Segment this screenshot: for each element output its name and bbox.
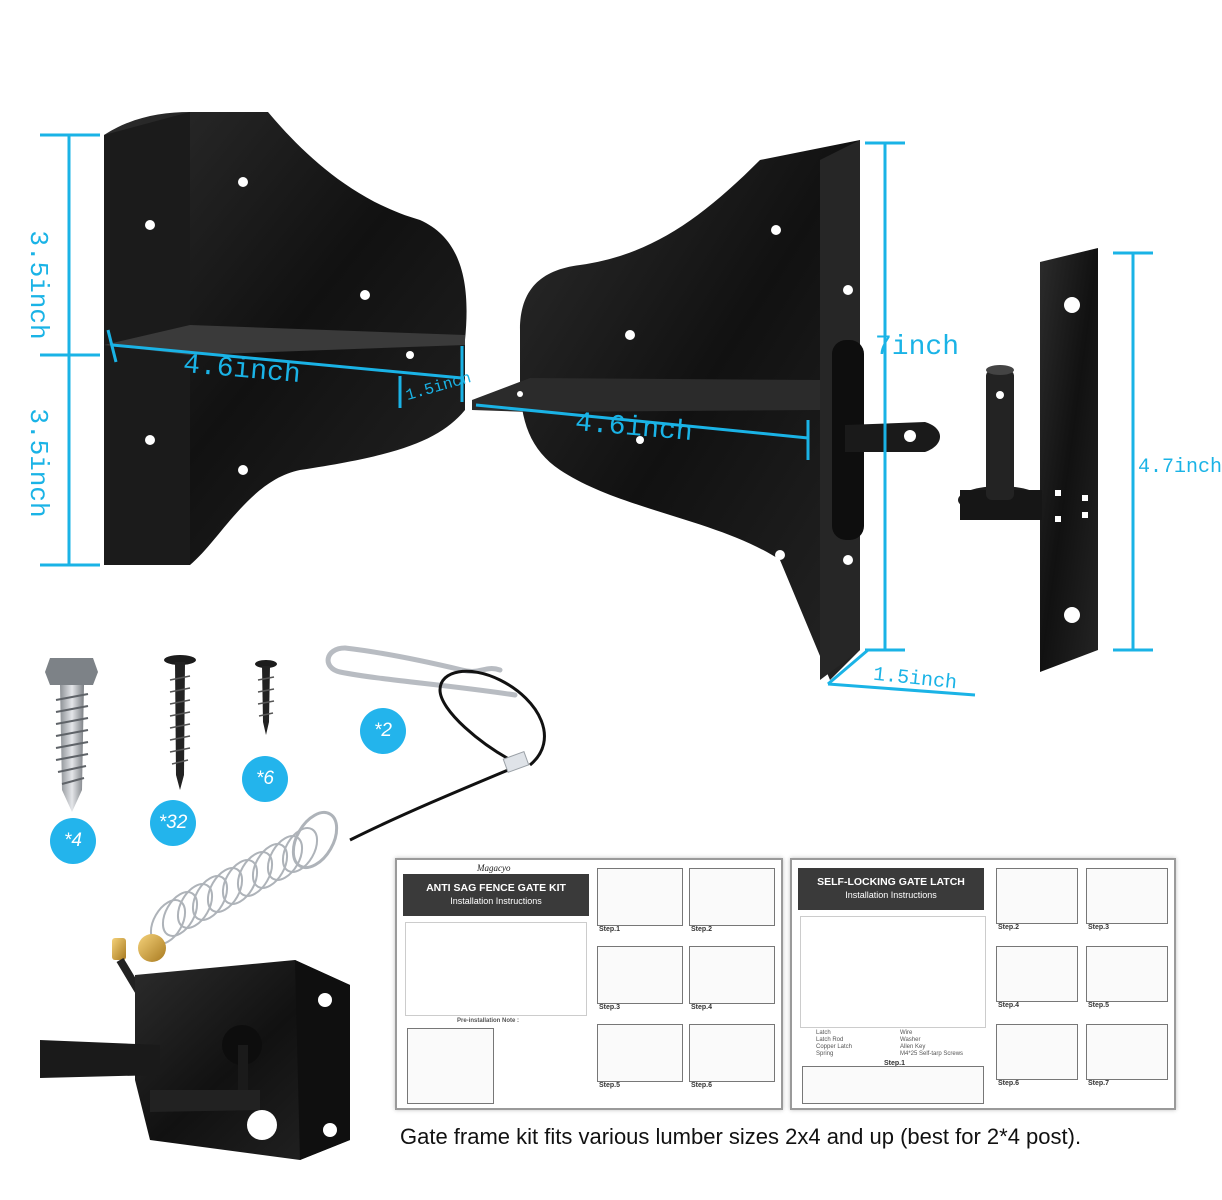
latch-step-6-image <box>996 1024 1078 1080</box>
step-2-label: Step.2 <box>691 926 713 933</box>
gate-latch <box>40 934 350 1160</box>
part-3: Copper Latch <box>816 1044 853 1050</box>
step-1-image <box>597 868 683 926</box>
step-5-image <box>597 1024 683 1082</box>
qty-badge-cotter-pin: *2 <box>360 708 406 754</box>
latch-instruction-sheet: SELF-LOCKING GATE LATCH Installation Ins… <box>790 858 1176 1110</box>
part-8: M4*25 Self-tarp Screws <box>900 1051 964 1057</box>
wire-rope <box>349 669 546 842</box>
short-screw <box>255 660 277 735</box>
left-corner-bracket <box>104 112 467 565</box>
spring <box>149 811 339 945</box>
latch-step-2-image <box>996 868 1078 924</box>
latch-header: SELF-LOCKING GATE LATCH Installation Ins… <box>798 868 984 910</box>
step-1-label: Step.1 <box>599 926 621 933</box>
qty-badge-lag-bolt: *4 <box>50 818 96 864</box>
step-6-label: Step.6 <box>691 1082 713 1089</box>
qty-badge-short-screw: *6 <box>242 756 288 802</box>
part-4: Spring <box>816 1051 834 1057</box>
latch-step-5-label: Step.5 <box>1088 1002 1110 1009</box>
lag-bolt <box>45 658 98 812</box>
anti-sag-instruction-sheet: Magacyo ANTI SAG FENCE GATE KIT Installa… <box>395 858 783 1110</box>
qty-badge-long-screw: *32 <box>150 800 196 846</box>
latch-step-3-label: Step.3 <box>1088 924 1110 931</box>
anti-sag-header: ANTI SAG FENCE GATE KIT Installation Ins… <box>403 874 589 916</box>
step-4-label: Step.4 <box>691 1004 713 1011</box>
latch-subtitle: Installation Instructions <box>845 890 937 900</box>
latch-title: SELF-LOCKING GATE LATCH <box>817 876 965 888</box>
hinge-plate <box>958 248 1098 672</box>
latch-step-1-image <box>802 1066 984 1104</box>
anti-sag-subtitle: Installation Instructions <box>450 896 542 906</box>
right-corner-bracket <box>472 140 940 680</box>
latch-step-2-label: Step.2 <box>998 924 1020 931</box>
dim-left-bottom-height: 3.5inch <box>23 408 53 518</box>
part-2: Latch Rod <box>816 1037 844 1043</box>
step-6-image <box>689 1024 775 1082</box>
part-7: Allen Key <box>900 1044 926 1050</box>
latch-step-5-image <box>1086 946 1168 1002</box>
latch-step-4-image <box>996 946 1078 1002</box>
latch-step-4-label: Step.4 <box>998 1002 1020 1009</box>
step-5-label: Step.5 <box>599 1082 621 1089</box>
latch-step-6-label: Step.6 <box>998 1080 1020 1087</box>
step-4-image <box>689 946 775 1004</box>
dim-right-height: 7inch <box>875 332 960 363</box>
step-2-image <box>689 868 775 926</box>
step-3-label: Step.3 <box>599 1004 621 1011</box>
brand-logo: Magacyo <box>477 863 511 873</box>
parts-diagram <box>405 922 587 1016</box>
part-6: Washer <box>900 1037 921 1043</box>
cotter-pin <box>325 645 518 698</box>
part-5: Wire <box>900 1030 913 1036</box>
latch-step-3-image <box>1086 868 1168 924</box>
latch-parts-diagram <box>800 916 986 1028</box>
dim-left-top-height: 3.5inch <box>23 230 53 340</box>
latch-step-7-image <box>1086 1024 1168 1080</box>
step-3-image <box>597 946 683 1004</box>
anti-sag-title: ANTI SAG FENCE GATE KIT <box>426 882 566 894</box>
pre-installation-image <box>407 1028 494 1104</box>
dim-hinge-height: 4.7inch <box>1138 456 1222 479</box>
kit-caption: Gate frame kit fits various lumber sizes… <box>400 1124 1082 1149</box>
long-screw <box>164 655 196 790</box>
dimension-lines <box>40 133 1153 697</box>
latch-step-1-label: Step.1 <box>884 1060 906 1067</box>
part-1: Latch <box>816 1030 831 1036</box>
latch-step-7-label: Step.7 <box>1088 1080 1110 1087</box>
pre-installation-note: Pre-installation Note : <box>457 1018 520 1024</box>
